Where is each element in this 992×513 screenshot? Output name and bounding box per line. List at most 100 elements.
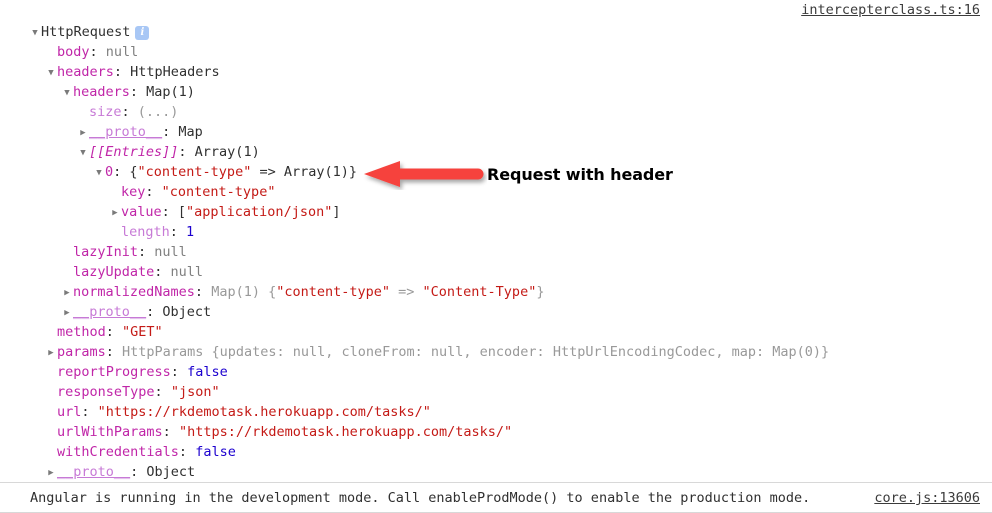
token-prop: responseType (57, 384, 155, 400)
tree-row[interactable]: __proto__: Object (0, 302, 992, 322)
token-propdu: __proto__ (89, 124, 163, 140)
token-str: "content-type" (161, 184, 276, 200)
token-num: 1 (186, 224, 195, 240)
token-idx: 0 (105, 164, 114, 180)
token-prop: headers (73, 84, 130, 100)
token-punc: : (138, 244, 155, 260)
token-punc: : (162, 424, 179, 440)
token-str: "content-type" (137, 164, 252, 180)
token-dim: HttpParams {updates: null, cloneFrom: nu… (122, 344, 830, 360)
tree-row[interactable]: lazyInit: null (0, 242, 992, 262)
token-propd: length (121, 224, 170, 240)
token-punc: : (154, 384, 171, 400)
tree-row[interactable]: params: HttpParams {updates: null, clone… (0, 342, 992, 362)
token-prop: value (121, 204, 162, 220)
expand-triangle-closed-icon[interactable] (62, 283, 72, 303)
token-punc: : (81, 404, 98, 420)
token-nul: null (170, 264, 204, 280)
expand-triangle-closed-icon[interactable] (62, 303, 72, 323)
token-prop: params (57, 344, 106, 360)
source-link-core-js[interactable]: core.js:13606 (874, 490, 980, 506)
tree-row[interactable]: length: 1 (0, 222, 992, 242)
tree-row[interactable]: withCredentials: false (0, 442, 992, 462)
tree-row[interactable]: size: (...) (0, 102, 992, 122)
token-str: "content-type" (276, 284, 391, 300)
token-punc: : [ (161, 204, 187, 220)
expand-triangle-open-icon[interactable] (46, 63, 56, 83)
token-prop: urlWithParams (57, 424, 163, 440)
token-prop: lazyUpdate (73, 264, 155, 280)
token-prop: lazyInit (73, 244, 139, 260)
tree-row[interactable]: urlWithParams: "https://rkdemotask.herok… (0, 422, 992, 442)
token-punc: : (154, 264, 171, 280)
tree-row[interactable]: HttpRequest i (0, 22, 992, 42)
tree-row[interactable]: headers: HttpHeaders (0, 62, 992, 82)
token-cls: HttpRequest (41, 24, 131, 40)
tree-row[interactable]: value: ["application/json"] (0, 202, 992, 222)
tree-row[interactable]: method: "GET" (0, 322, 992, 342)
source-link-intercepterclass[interactable]: intercepterclass.ts:16 (801, 2, 980, 18)
expand-triangle-open-icon[interactable] (62, 83, 72, 103)
expand-triangle-open-icon[interactable] (94, 163, 104, 183)
tree-row[interactable]: key: "content-type" (0, 182, 992, 202)
expand-triangle-closed-icon[interactable] (46, 343, 56, 363)
tree-row[interactable]: [[Entries]]: Array(1) (0, 142, 992, 162)
expand-triangle-open-icon[interactable] (30, 23, 40, 43)
token-punc: : (146, 304, 163, 320)
token-cls: HttpHeaders (130, 64, 220, 80)
token-punc: } (348, 164, 358, 180)
token-punc: : { (113, 164, 138, 180)
tree-row[interactable]: reportProgress: false (0, 362, 992, 382)
token-prop: reportProgress (57, 364, 171, 380)
token-dim: (...) (137, 104, 179, 120)
token-propdu: __proto__ (57, 464, 131, 480)
token-punc: : (105, 344, 123, 360)
token-prop: key (121, 184, 146, 200)
token-dim: => (390, 284, 423, 300)
token-prop: method (57, 324, 106, 340)
token-bool: false (187, 364, 228, 380)
token-cls: Array(1) (194, 144, 260, 160)
tree-row[interactable]: normalizedNames: Map(1) {"content-type" … (0, 282, 992, 302)
expand-triangle-closed-icon[interactable] (46, 463, 56, 483)
token-str: "application/json" (186, 204, 333, 220)
token-punc: : (113, 64, 131, 80)
token-bool: false (195, 444, 236, 460)
token-punc: ] (332, 204, 341, 220)
token-prop: withCredentials (57, 444, 179, 460)
expand-triangle-closed-icon[interactable] (78, 123, 88, 143)
tree-row[interactable]: 0: {"content-type" => Array(1)} (0, 162, 992, 182)
token-punc: : (170, 364, 188, 380)
token-prop: normalizedNames (73, 284, 195, 300)
tree-row[interactable]: url: "https://rkdemotask.herokuapp.com/t… (0, 402, 992, 422)
token-punc: : (130, 464, 147, 480)
console-status-bar: Angular is running in the development mo… (0, 482, 992, 513)
token-punc: : (178, 144, 195, 160)
token-punc: : (121, 104, 138, 120)
tree-row[interactable]: responseType: "json" (0, 382, 992, 402)
token-cls: Object (162, 304, 212, 320)
tree-row[interactable]: body: null (0, 42, 992, 62)
tree-row[interactable]: __proto__: Object (0, 462, 992, 482)
token-propd: size (89, 104, 122, 120)
token-propdu: __proto__ (73, 304, 147, 320)
token-nul: null (154, 244, 187, 260)
token-cls: Array(1) (283, 164, 349, 180)
token-str: "json" (170, 384, 220, 400)
token-cls: Map(1) (146, 84, 195, 100)
tree-row[interactable]: headers: Map(1) (0, 82, 992, 102)
token-nul: null (105, 44, 139, 60)
token-punc: : (105, 324, 123, 340)
token-punc: : (145, 184, 162, 200)
token-str: "GET" (122, 324, 163, 340)
expand-triangle-closed-icon[interactable] (110, 203, 120, 223)
token-prop: url (57, 404, 82, 420)
info-icon[interactable]: i (135, 26, 150, 40)
tree-row[interactable]: __proto__: Map (0, 122, 992, 142)
token-punc: : (178, 444, 196, 460)
token-str: "Content-Type" (422, 284, 537, 300)
expand-triangle-open-icon[interactable] (78, 143, 88, 163)
tree-row[interactable]: lazyUpdate: null (0, 262, 992, 282)
